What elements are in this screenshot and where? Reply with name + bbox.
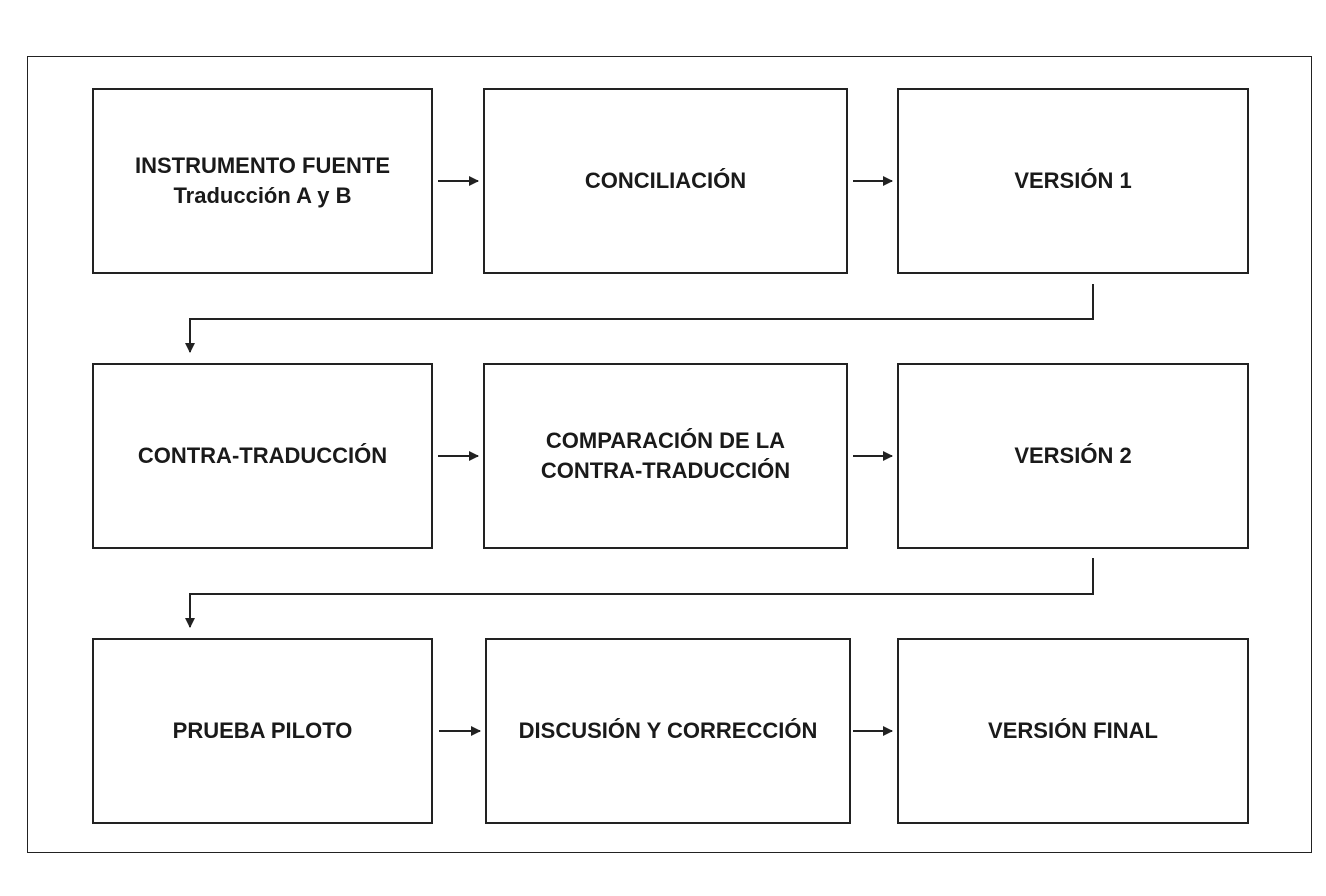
- arrow-version2-to-prueba-piloto: [185, 558, 1094, 628]
- node-version-final: VERSIÓN FINAL: [897, 638, 1249, 824]
- node-comparacion: COMPARACIÓN DE LA CONTRA-TRADUCCIÓN: [483, 363, 848, 549]
- node-version-1-label: VERSIÓN 1: [1014, 168, 1132, 193]
- node-contra-traduccion: CONTRA-TRADUCCIÓN: [92, 363, 433, 549]
- node-discusion-correccion: DISCUSIÓN Y CORRECCIÓN: [485, 638, 851, 824]
- node-version-2-label: VERSIÓN 2: [1014, 443, 1132, 468]
- node-version-1: VERSIÓN 1: [897, 88, 1249, 274]
- node-prueba-piloto: PRUEBA PILOTO: [92, 638, 433, 824]
- node-contra-traduccion-label: CONTRA-TRADUCCIÓN: [137, 443, 388, 468]
- diagram-frame: [27, 56, 1312, 853]
- node-comparacion-line1: COMPARACIÓN DE LA: [545, 428, 786, 453]
- node-instrumento-fuente-title: INSTRUMENTO FUENTE: [134, 153, 391, 178]
- node-discusion-correccion-label: DISCUSIÓN Y CORRECCIÓN: [518, 718, 818, 743]
- node-conciliacion-label: CONCILIACIÓN: [584, 168, 747, 193]
- node-conciliacion: CONCILIACIÓN: [483, 88, 848, 274]
- arrow-version1-to-contra-traduccion: [185, 284, 1094, 353]
- node-prueba-piloto-label: PRUEBA PILOTO: [172, 718, 353, 743]
- node-version-final-label: VERSIÓN FINAL: [988, 718, 1158, 743]
- node-instrumento-fuente: INSTRUMENTO FUENTE Traducción A y B: [92, 88, 433, 274]
- node-instrumento-fuente-subtitle: Traducción A y B: [173, 183, 352, 208]
- node-version-2: VERSIÓN 2: [897, 363, 1249, 549]
- node-comparacion-line2: CONTRA-TRADUCCIÓN: [540, 458, 791, 483]
